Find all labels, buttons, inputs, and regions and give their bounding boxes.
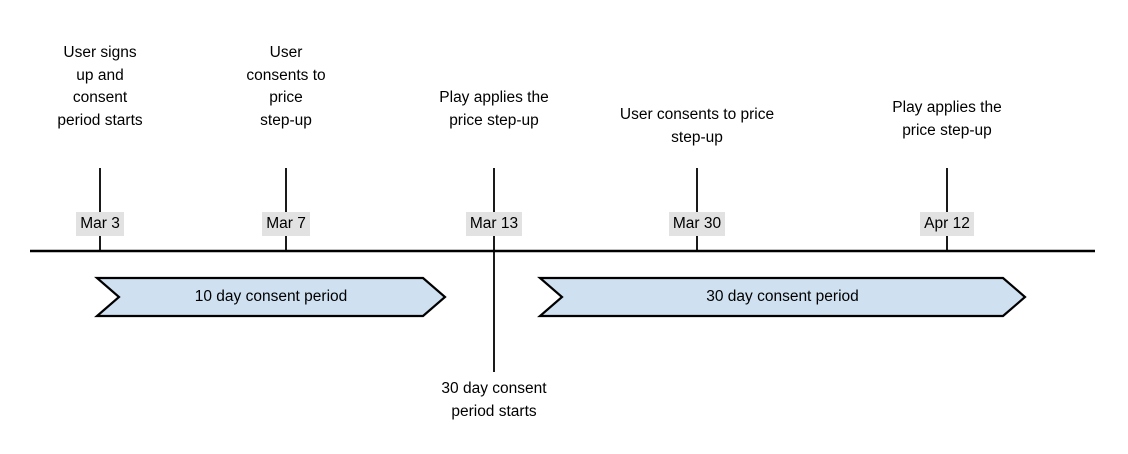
banner-30-day-label: 30 day consent period [706,288,859,305]
date-chip-apr-12: Apr 12 [920,212,974,236]
date-chip-mar-3: Mar 3 [76,212,124,236]
banner-30-day-shape [537,276,1027,318]
event-label-mar-3: User signs up and consent period starts [57,44,143,129]
banner-10-day-label: 10 day consent period [194,288,348,305]
event-label-mar-30: User consents to price step-up [619,106,775,146]
event-label-mar-7: User consents to price step-up [246,44,326,129]
tick-marks-group [99,168,948,251]
event-label-apr-12: Play applies the price step-up [892,99,1002,139]
note-30-day-start: 30 day consent period starts [441,380,547,420]
date-chip-mar-7: Mar 7 [262,212,310,236]
date-chip-mar-13: Mar 13 [465,212,523,236]
banner-10-day-shape [94,276,447,318]
event-label-mar-13: Play applies the price step-up [439,89,549,129]
consent-period-banners-group [94,276,1027,318]
date-chip-mar-30: Mar 30 [668,212,726,236]
